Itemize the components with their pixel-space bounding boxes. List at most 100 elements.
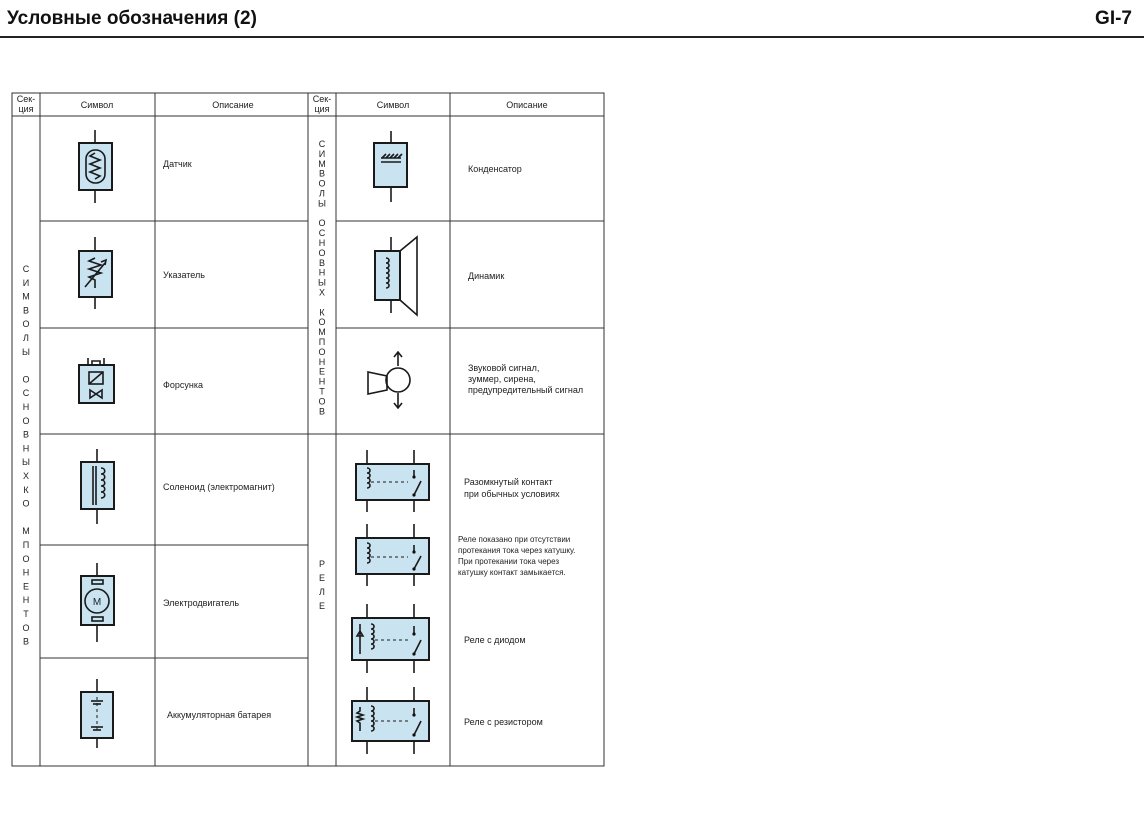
section-letter: Н xyxy=(319,238,326,248)
section-letter: В xyxy=(319,406,325,416)
desc-horn-1: Звуковой сигнал, xyxy=(468,363,539,373)
section-letter: О xyxy=(22,554,29,564)
section-letter: Л xyxy=(319,587,325,597)
section-letter: В xyxy=(23,305,29,315)
condenser-icon xyxy=(373,131,408,202)
section-letter: В xyxy=(23,637,29,647)
section-letter: Н xyxy=(23,568,30,578)
section-letter: Л xyxy=(23,333,29,343)
section-letter: О xyxy=(22,623,29,633)
relay-diode-icon xyxy=(351,604,430,673)
desc-sensor: Датчик xyxy=(163,159,192,169)
section-letter: Р xyxy=(319,559,325,569)
desc-relay-open-2: при обычных условиях xyxy=(464,489,560,499)
section-letter: П xyxy=(319,337,325,347)
section-letter: И xyxy=(23,278,29,288)
relay-coil-icon xyxy=(355,524,430,586)
section-letter: О xyxy=(22,319,29,329)
horn-icon xyxy=(367,350,411,410)
motor-icon: M xyxy=(80,563,115,642)
section-letter: О xyxy=(318,179,325,189)
section-letter: Л xyxy=(319,189,325,199)
section-letter: С xyxy=(319,228,326,238)
section-letter: С xyxy=(23,388,30,398)
section-letter: О xyxy=(318,347,325,357)
speaker-icon xyxy=(374,235,418,317)
section-letter: Ы xyxy=(22,457,30,467)
section-letter: О xyxy=(318,396,325,406)
section-letter: Н xyxy=(319,377,326,387)
relay-resistor-icon xyxy=(351,687,430,754)
section-letter: Т xyxy=(23,609,29,619)
gauge-icon xyxy=(78,237,113,309)
desc-injector: Форсунка xyxy=(163,380,203,390)
section-letter: Х xyxy=(319,288,325,298)
desc-gauge: Указатель xyxy=(163,270,205,280)
section-letter: Н xyxy=(319,357,326,367)
header-symbol-left: Символ xyxy=(81,100,113,110)
section-letter: М xyxy=(22,526,30,536)
section-letter: Ы xyxy=(318,198,326,208)
desc-relay-coil-3: При протекании тока через xyxy=(458,557,559,566)
section-letter: Н xyxy=(319,268,326,278)
desc-speaker: Динамик xyxy=(468,271,504,281)
header-description-right: Описание xyxy=(506,100,547,110)
section-letter: В xyxy=(319,258,325,268)
desc-relay-resistor: Реле с резистором xyxy=(464,717,543,727)
desc-solenoid: Соленоид (электромагнит) xyxy=(163,482,275,492)
section-letter: Н xyxy=(23,443,30,453)
motor-letter: M xyxy=(93,597,101,608)
section-letter: Н xyxy=(23,595,30,605)
battery-icon xyxy=(80,679,114,748)
section-letter: Ы xyxy=(22,347,30,357)
section-letter: Х xyxy=(23,471,29,481)
section-letter: В xyxy=(23,430,29,440)
section-letter: Н xyxy=(23,402,30,412)
desc-motor: Электродвигатель xyxy=(163,598,239,608)
header-symbol-right: Символ xyxy=(377,100,409,110)
section-letter: П xyxy=(23,540,29,550)
relay-open-icon xyxy=(355,450,430,512)
section-letter: Е xyxy=(319,601,325,611)
section-letter: С xyxy=(319,139,326,149)
desc-battery: Аккумуляторная батарея xyxy=(167,710,271,720)
section-letter: К xyxy=(23,485,29,495)
section-letter: М xyxy=(318,327,326,337)
section-letter: В xyxy=(319,169,325,179)
section-letter: О xyxy=(318,248,325,258)
section-letter: Е xyxy=(319,367,325,377)
header-section-right: Сек- xyxy=(313,94,331,104)
desc-relay-coil-4: катушку контакт замыкается. xyxy=(458,568,566,577)
section-letter: О xyxy=(22,416,29,426)
svg-text:ция: ция xyxy=(314,104,329,114)
desc-horn-3: предупредительный сигнал xyxy=(468,385,583,395)
injector-icon xyxy=(78,358,115,404)
page-title: Условные обозначения (2) xyxy=(7,8,257,29)
header-description-left: Описание xyxy=(212,100,253,110)
desc-horn-2: зуммер, сирена, xyxy=(468,374,536,384)
section-letter: О xyxy=(22,499,29,509)
svg-text:ция: ция xyxy=(18,104,33,114)
section-letter: Е xyxy=(319,573,325,583)
section-letter: М xyxy=(318,159,326,169)
section-letter: О xyxy=(318,218,325,228)
page-header: Условные обозначения (2) GI-7 xyxy=(0,0,1144,38)
sensor-icon xyxy=(78,130,113,203)
section-letter: Т xyxy=(319,387,325,397)
desc-relay-coil-2: протекания тока через катушку. xyxy=(458,546,575,555)
section-letter: О xyxy=(22,374,29,384)
solenoid-icon xyxy=(80,449,115,524)
desc-relay-diode: Реле с диодом xyxy=(464,635,526,645)
section-letter: Ы xyxy=(318,278,326,288)
section-letter: Е xyxy=(23,581,29,591)
header-section-left: Сек- xyxy=(17,94,35,104)
desc-relay-coil-1: Реле показано при отсутствии xyxy=(458,535,570,544)
section-letter: М xyxy=(22,292,30,302)
section-letter: И xyxy=(319,149,325,159)
section-letter: О xyxy=(318,317,325,327)
page-code: GI-7 xyxy=(1095,8,1132,29)
